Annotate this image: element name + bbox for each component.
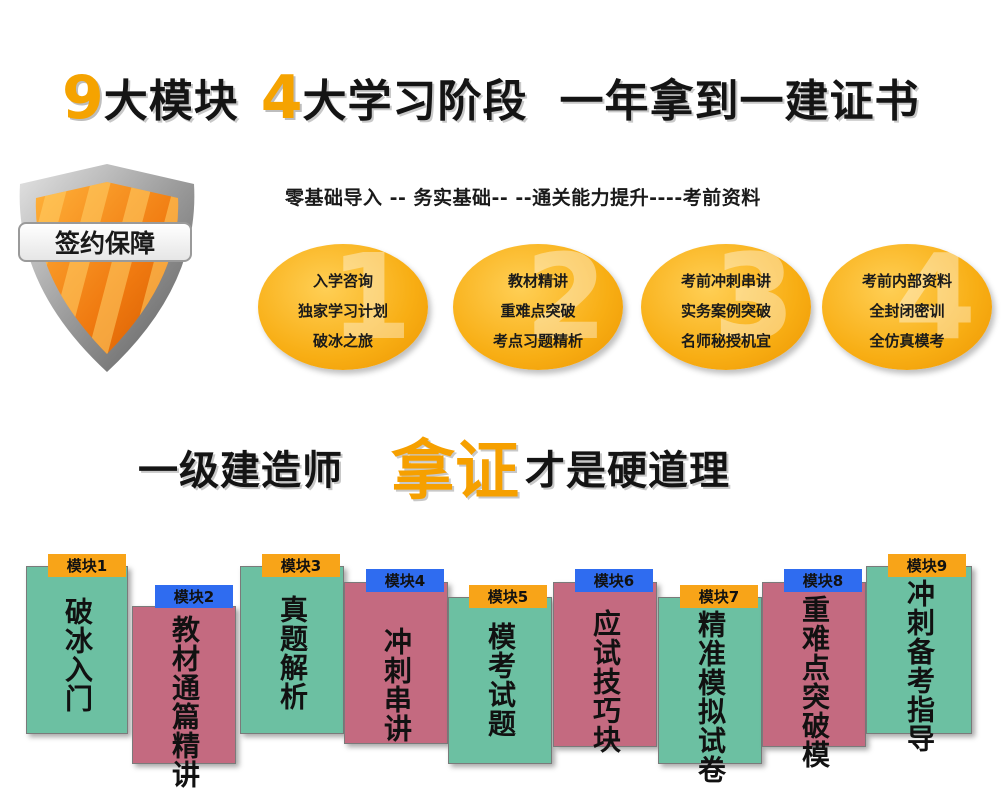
module-tag-2: 模块2 [155, 585, 233, 608]
module-name: 教材通篇精讲 [168, 615, 201, 789]
slogan-part2: 才是硬道理 [525, 448, 730, 494]
stage-number: 2 [525, 228, 608, 366]
module-name: 模考试题 [484, 622, 517, 738]
module-name: 重难点突破模 [798, 595, 831, 769]
module-card-7: 精准模拟试卷 [658, 597, 762, 784]
stage-item: 考前内部资料 [861, 272, 952, 290]
shield-label: 签约保障 [18, 222, 192, 262]
module-name: 破冰入门 [61, 597, 94, 713]
stage-item: 考点习题精析 [492, 332, 583, 350]
module-card-2: 教材通篇精讲 [132, 606, 236, 789]
stage-item: 全仿真模考 [869, 332, 945, 350]
module-card-6: 应试技巧块 [553, 582, 657, 754]
slogan: 一级建造师 拿证 才是硬道理 [138, 428, 730, 504]
module-name: 冲刺串讲 [380, 627, 413, 743]
module-name: 应试技巧块 [589, 609, 622, 754]
stage-item: 名师秘授机宜 [680, 332, 771, 350]
slogan-part1: 一级建造师 [138, 448, 343, 494]
stage-number: 3 [713, 228, 796, 366]
module-name: 冲刺备考指导 [903, 579, 936, 753]
headline-text-modules: 大模块 [103, 76, 239, 127]
main-headline: 9 大模块 4 大学习阶段 一年拿到一建证书 [62, 58, 920, 128]
module-card-8: 重难点突破模 [762, 582, 866, 769]
headline-number-4: 4 [260, 63, 303, 133]
module-name: 精准模拟试卷 [694, 610, 727, 784]
stage-item: 教材精讲 [507, 272, 568, 290]
module-name: 真题解析 [276, 595, 309, 711]
stage-item: 重难点突破 [500, 302, 576, 320]
module-tag-1: 模块1 [48, 554, 126, 577]
module-card-9: 冲刺备考指导 [866, 566, 972, 753]
module-tag-4: 模块4 [366, 569, 444, 592]
module-tag-6: 模块6 [575, 569, 653, 592]
stage-circle-1: 1 入学咨询 独家学习计划 破冰之旅 [258, 238, 428, 370]
headline-text-certificate: 一年拿到一建证书 [559, 76, 920, 127]
module-card-4: 冲刺串讲 [344, 582, 448, 744]
stage-row: 零基础导入 -- 务实基础-- --通关能力提升----考前资料 [285, 187, 761, 209]
slogan-highlight: 拿证 [391, 435, 519, 509]
stage-item: 全封闭密训 [869, 302, 945, 320]
stage-item: 独家学习计划 [297, 302, 388, 320]
stage-item: 破冰之旅 [312, 332, 373, 350]
stage-item: 入学咨询 [312, 272, 373, 290]
stage-circle-2: 2 教材精讲 重难点突破 考点习题精析 [453, 238, 623, 370]
module-tag-5: 模块5 [469, 585, 547, 608]
stage-number: 1 [330, 228, 413, 366]
module-card-5: 模考试题 [448, 597, 552, 764]
module-tag-8: 模块8 [784, 569, 862, 592]
stage-item: 实务案例突破 [680, 302, 771, 320]
module-card-1: 破冰入门 [26, 566, 128, 734]
module-tag-9: 模块9 [888, 554, 966, 577]
module-card-3: 真题解析 [240, 566, 344, 734]
stage-number: 4 [894, 228, 977, 366]
stage-item: 考前冲刺串讲 [680, 272, 771, 290]
shield-icon [12, 160, 202, 375]
module-tag-7: 模块7 [680, 585, 758, 608]
headline-text-stages: 大学习阶段 [302, 76, 528, 127]
module-tag-3: 模块3 [262, 554, 340, 577]
stage-circle-4: 4 考前内部资料 全封闭密训 全仿真模考 [822, 238, 992, 370]
stage-circle-3: 3 考前冲刺串讲 实务案例突破 名师秘授机宜 [641, 238, 811, 370]
headline-number-9: 9 [62, 63, 104, 133]
